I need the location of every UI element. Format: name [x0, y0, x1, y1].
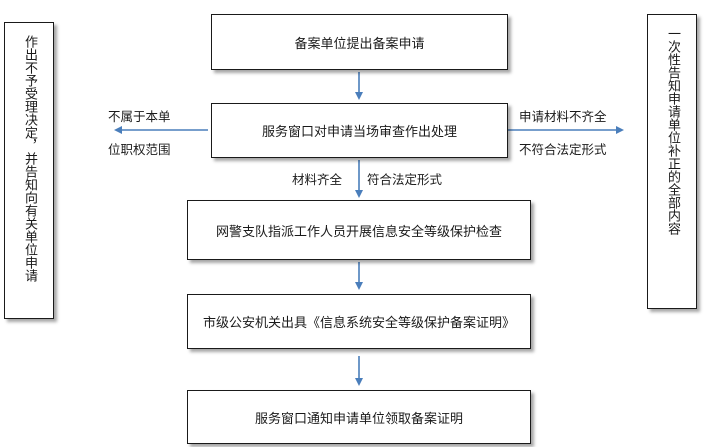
- right-outcome-box: 一次性告知申请单位补正的全部内容: [647, 14, 697, 309]
- step-notify-collection: 服务窗口通知申请单位领取备案证明: [187, 390, 531, 444]
- right-condition-line2: 不符合法定形式: [519, 142, 607, 157]
- left-outcome-box: 作出不予受理决定，并告知向有关单位申请: [4, 22, 54, 319]
- left-outcome-text: 作出不予受理决定，并告知向有关单位申请: [22, 35, 37, 282]
- center-condition-left: 材料齐全: [292, 172, 343, 187]
- step-security-inspection: 网警支队指派工作人员开展信息安全等级保护检查: [187, 200, 531, 260]
- step-submit-application-text: 备案单位提出备案申请: [294, 36, 425, 52]
- step-window-review: 服务窗口对申请当场审查作出处理: [211, 103, 508, 158]
- right-outcome-text: 一次性告知申请单位补正的全部内容: [665, 27, 680, 235]
- center-condition-right: 符合法定形式: [367, 172, 443, 187]
- step-notify-collection-text: 服务窗口通知申请单位领取备案证明: [254, 411, 463, 427]
- step-security-inspection-text: 网警支队指派工作人员开展信息安全等级保护检查: [215, 224, 502, 240]
- right-condition-line1: 申请材料不齐全: [519, 109, 607, 124]
- step-issue-certificate-text: 市级公安机关出具《信息系统安全等级保护备案证明》: [202, 316, 515, 331]
- left-condition-line1: 不属于本单: [108, 109, 171, 124]
- step-window-review-text: 服务窗口对申请当场审查作出处理: [261, 125, 457, 140]
- step-issue-certificate: 市级公安机关出具《信息系统安全等级保护备案证明》: [187, 294, 531, 349]
- left-condition-line2: 位职权范围: [108, 142, 171, 157]
- step-submit-application: 备案单位提出备案申请: [211, 14, 508, 70]
